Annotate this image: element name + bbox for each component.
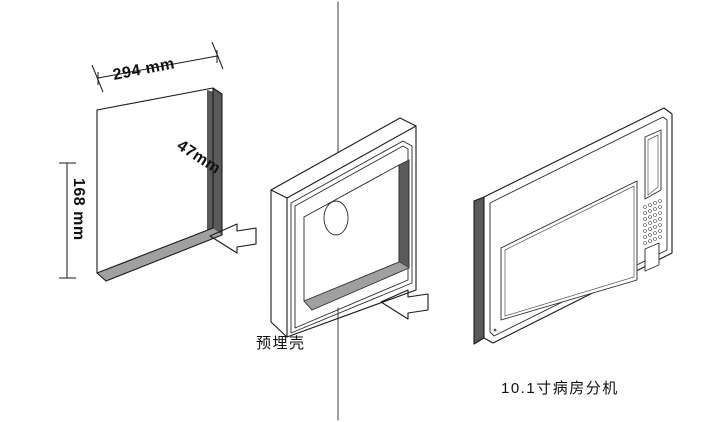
wall-cutout — [96, 87, 223, 282]
function-button[interactable] — [644, 242, 660, 272]
embedded-shell-box — [270, 117, 417, 338]
lcd-screen — [500, 180, 638, 321]
speaker-grille — [643, 199, 662, 245]
ward-extension-monitor — [473, 107, 673, 345]
dimension-height: 168 mm — [59, 162, 87, 279]
assembly-arrow-left-upper — [209, 223, 257, 254]
dimension-height-label: 168 mm — [70, 178, 87, 241]
status-indicator-dot — [493, 328, 497, 332]
cable-hole-ellipse — [323, 200, 349, 236]
caption-embedded-shell: 预埋壳 — [256, 335, 306, 352]
caption-ward-extension: 10.1寸病房分机 — [501, 380, 619, 397]
assembly-arrow-left-lower — [380, 289, 429, 320]
camera-strip — [644, 129, 662, 200]
